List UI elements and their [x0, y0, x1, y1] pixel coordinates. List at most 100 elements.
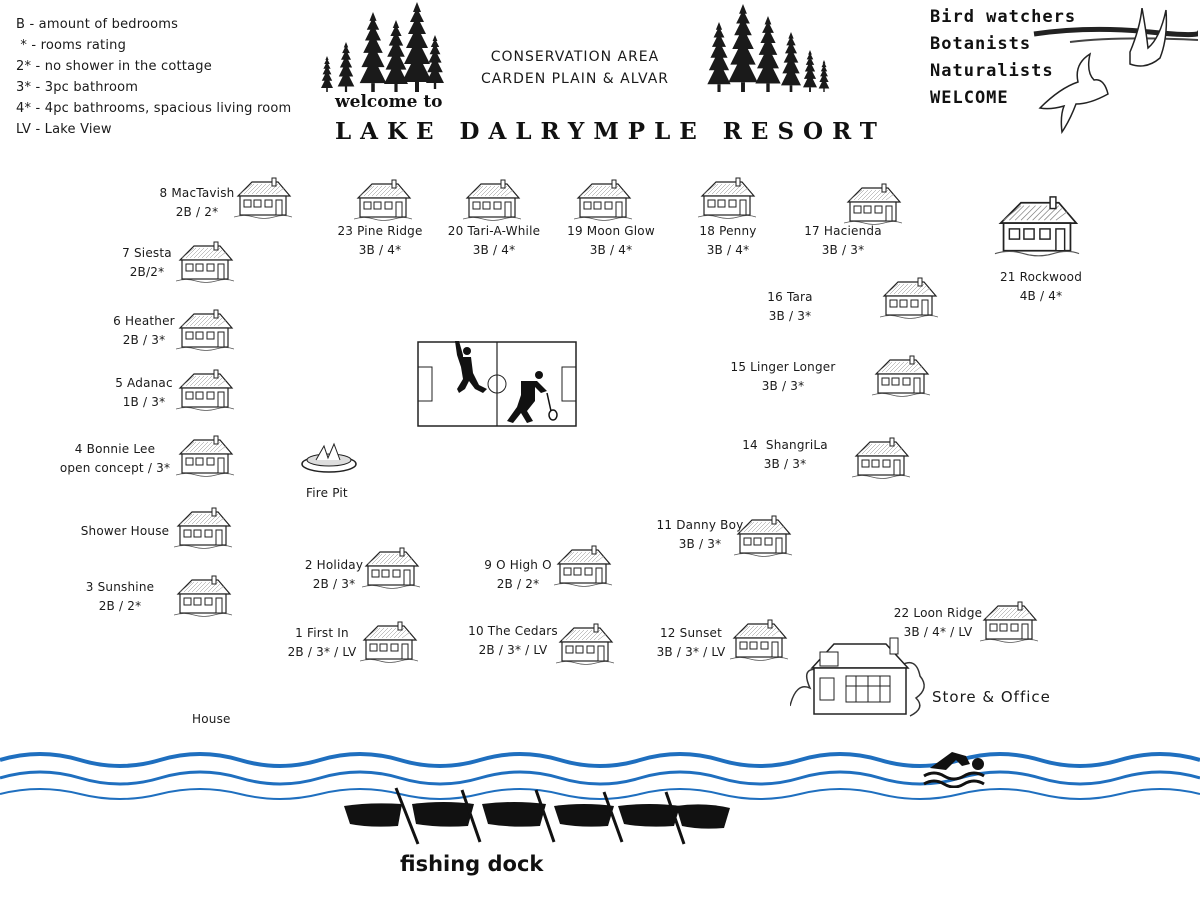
cottage-info: 3B / 3*: [821, 243, 865, 257]
cottage-label: 15 Linger Longer 3B / 3*: [730, 358, 836, 396]
cottage-name: 22 Loon Ridge: [893, 606, 983, 620]
cottage-name: 12 Sunset: [659, 626, 723, 640]
cottage-label: 8 MacTavish 2B / 2*: [150, 184, 244, 222]
cottage-name: 16 Tara: [767, 290, 813, 304]
cottage-label: 7 Siesta 2B/2*: [110, 244, 184, 282]
sports-court[interactable]: [417, 341, 579, 429]
cottage-icon[interactable]: [556, 622, 614, 666]
cottage-info: 2B / 3* / LV: [478, 643, 548, 657]
cottage-icon[interactable]: [872, 354, 930, 398]
cottage-label: 14 ShangriLa 3B / 3*: [740, 436, 830, 474]
fishing-dock-label: fishing dock: [400, 852, 544, 876]
cottage-label: 11 Danny Boy 3B / 3*: [652, 516, 748, 554]
seagull-icon: [1033, 8, 1198, 134]
cottage-name: 10 The Cedars: [468, 624, 558, 638]
cottage-info: 3B / 3* / LV: [656, 645, 726, 659]
legend-lake-view: LV - Lake View: [16, 122, 112, 137]
cottage-icon[interactable]: [234, 176, 292, 220]
cottage-label: 21 Rockwood 4B / 4*: [996, 268, 1086, 306]
cottage-icon[interactable]: [994, 194, 1080, 258]
cottage-label: 12 Sunset 3B / 3* / LV: [646, 624, 736, 662]
cottage-icon[interactable]: [463, 178, 521, 222]
cottage-name: 18 Penny: [699, 224, 757, 238]
cottage-icon[interactable]: [554, 544, 612, 588]
cottage-icon[interactable]: [730, 618, 788, 662]
greeting-bird-watchers: Bird watchers: [930, 7, 1077, 27]
cottage-icon[interactable]: [176, 434, 234, 478]
badminton-player-icon: [507, 371, 558, 423]
cottage-info: 2B / 3* / LV: [287, 645, 357, 659]
cottage-info: 4B / 4*: [1019, 289, 1063, 303]
cottage-name: 6 Heather: [113, 314, 175, 328]
cottage-info: 3B / 3*: [678, 537, 722, 551]
cottage-name: 8 MacTavish: [159, 186, 235, 200]
conservation-area-title: CONSERVATION AREA CARDEN PLAIN & ALVAR: [430, 46, 720, 90]
greeting-naturalists: Naturalists: [930, 61, 1054, 81]
cottage-icon[interactable]: [176, 308, 234, 352]
cottage-icon[interactable]: [852, 436, 910, 480]
cottage-info: 3B / 3*: [761, 379, 805, 393]
cottage-icon[interactable]: [174, 506, 232, 550]
store-building-icon[interactable]: [790, 636, 926, 718]
cottage-label: 2 Holiday 2B / 3*: [296, 556, 372, 594]
cottage-info: 2B / 2*: [98, 599, 142, 613]
cottage-icon[interactable]: [174, 574, 232, 618]
cottage-name: 5 Adanac: [115, 376, 173, 390]
cottage-name: 3 Sunshine: [85, 580, 155, 594]
cottage-info: 1B / 3*: [122, 395, 166, 409]
fire-pit-label: Fire Pit: [306, 486, 348, 500]
cottage-label: 20 Tari-A-While 3B / 4*: [438, 222, 550, 260]
cottage-name: 11 Danny Boy: [656, 518, 744, 532]
basketball-player-icon: [455, 341, 487, 393]
legend-2star: 2* - no shower in the cottage: [16, 59, 212, 74]
cottage-info: 3B / 4*: [706, 243, 750, 257]
cottage-name: 19 Moon Glow: [567, 224, 655, 238]
fire-pit-icon: [301, 442, 357, 473]
cottage-name: 14 ShangriLa: [742, 438, 828, 452]
cottage-icon[interactable]: [176, 368, 234, 412]
cottage-icon[interactable]: [176, 240, 234, 284]
cottage-info: 3B / 4*: [589, 243, 633, 257]
lake-water: [0, 752, 1200, 800]
legend-rating: * - rooms rating: [16, 38, 127, 53]
cottage-name: Shower House: [80, 524, 170, 538]
greeting-welcome: WELCOME: [930, 88, 1009, 108]
cottage-label: 22 Loon Ridge 3B / 4* / LV: [890, 604, 986, 642]
cottage-info: 2B / 3*: [122, 333, 166, 347]
cottage-info: 3B / 4* / LV: [903, 625, 973, 639]
cottage-label: 9 O High O 2B / 2*: [478, 556, 558, 594]
resort-name: LAKE DALRYMPLE RESORT: [335, 118, 886, 145]
cottage-info: 2B/2*: [129, 265, 165, 279]
swimmer-icon: [923, 752, 985, 788]
cottage-label: 18 Penny 3B / 4*: [690, 222, 766, 260]
cottage-info: 2B / 3*: [312, 577, 356, 591]
cottage-info: 3B / 4*: [472, 243, 516, 257]
cottage-label: 19 Moon Glow 3B / 4*: [556, 222, 666, 260]
cottage-label: 4 Bonnie Lee open concept / 3*: [58, 440, 172, 478]
cottage-icon[interactable]: [574, 178, 632, 222]
cottage-icon[interactable]: [734, 514, 792, 558]
cottage-icon[interactable]: [362, 546, 420, 590]
cottage-label: 10 The Cedars 2B / 3* / LV: [466, 622, 560, 660]
cottage-name: 15 Linger Longer: [730, 360, 836, 374]
cottage-name: 4 Bonnie Lee: [74, 442, 156, 456]
cottage-info: 2B / 2*: [175, 205, 219, 219]
cottage-name: 7 Siesta: [122, 246, 172, 260]
cottage-icon[interactable]: [360, 620, 418, 664]
cottage-icon[interactable]: [844, 182, 902, 226]
cottage-name: 23 Pine Ridge: [337, 224, 423, 238]
cottage-name: 9 O High O: [484, 558, 552, 572]
cottage-icon[interactable]: [880, 276, 938, 320]
cottage-info: 3B / 3*: [763, 457, 807, 471]
cottage-name: 1 First In: [295, 626, 349, 640]
cottage-name: 17 Hacienda: [804, 224, 882, 238]
house-label: House: [192, 712, 231, 726]
canoe-icon: [344, 787, 730, 845]
conservation-line-1: CONSERVATION AREA: [490, 49, 660, 65]
cottage-label: 3 Sunshine 2B / 2*: [82, 578, 158, 616]
cottage-icon[interactable]: [980, 600, 1038, 644]
cottage-info: 3B / 4*: [358, 243, 402, 257]
cottage-icon[interactable]: [354, 178, 412, 222]
cottage-icon[interactable]: [698, 176, 756, 220]
legend-3star: 3* - 3pc bathroom: [16, 80, 139, 95]
